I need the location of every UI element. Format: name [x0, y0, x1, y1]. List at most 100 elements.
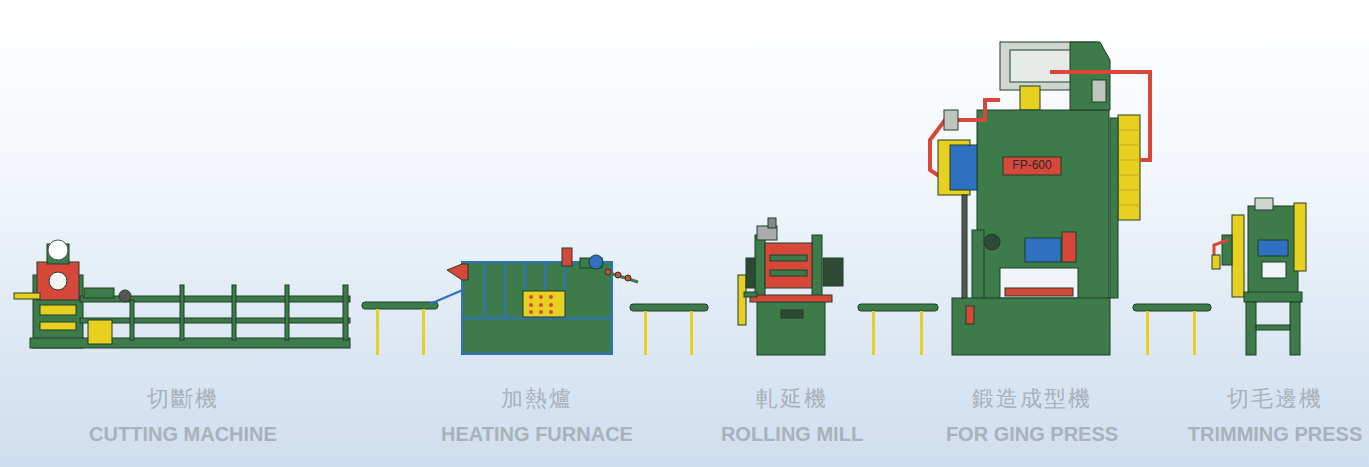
conveyor-part-part — [1193, 311, 1196, 355]
cutting-machine-part — [40, 305, 76, 315]
cutting-machine-part — [48, 240, 68, 260]
rolling-mill-part — [768, 218, 776, 228]
trimming-press-part — [1246, 302, 1256, 355]
heating-furnace-part-part — [524, 262, 526, 290]
rolling-mill-part — [738, 275, 746, 325]
cutting-machine — [14, 240, 350, 348]
heating-furnace-part-part — [539, 310, 543, 314]
trimming-press-part — [1232, 215, 1244, 297]
conveyor-part — [362, 302, 438, 309]
cutting-machine-part — [37, 262, 79, 300]
conveyor-part — [630, 304, 708, 311]
cutting-machine-part — [88, 320, 112, 344]
forging-press-part-part — [1118, 160, 1140, 161]
heating-furnace-part — [529, 295, 553, 314]
cutting-machine-part-part — [130, 300, 134, 340]
heating-furnace-part-part — [539, 303, 543, 307]
forging-press-part — [972, 230, 984, 300]
heating-furnace-part — [447, 264, 468, 280]
forging-press-part — [944, 110, 958, 130]
rolling-mill — [738, 218, 843, 355]
trimming-press-part — [1256, 325, 1290, 330]
forging-press-part — [1005, 288, 1073, 296]
forging-press — [930, 42, 1150, 355]
machine-name-zh: 加熱爐 — [501, 387, 573, 411]
heating-furnace-part — [485, 262, 565, 318]
heating-furnace-part-part — [544, 262, 546, 290]
forging-press-part-part — [1118, 205, 1140, 206]
forging-press-part — [962, 195, 967, 298]
forging-press-part-part — [1118, 190, 1140, 191]
rolling-mill-part — [757, 296, 825, 355]
forging-press-part — [1092, 80, 1106, 102]
machine-name-en: CUTTING MACHINE — [89, 423, 277, 445]
conveyor-part-part — [690, 311, 693, 355]
machine-name-zh: 切斷機 — [147, 387, 219, 411]
rolling-mill-part — [781, 310, 803, 318]
heating-furnace — [430, 248, 638, 354]
heating-furnace-part-part — [625, 275, 631, 281]
heating-furnace-part-part — [484, 262, 486, 318]
machine-name-zh: 切毛邊機 — [1227, 387, 1323, 411]
rolling-mill-part-part — [770, 270, 807, 276]
trimming-press-part — [1262, 262, 1286, 278]
conveyor-part — [858, 304, 938, 311]
heating-furnace-part-part — [504, 262, 506, 318]
heating-furnace-part-part — [549, 310, 553, 314]
conveyor-part-part — [872, 311, 875, 355]
heating-furnace-part — [589, 255, 603, 269]
forging-press-part — [977, 110, 1109, 302]
conveyor-part-part — [1146, 311, 1149, 355]
machine-name-en: HEATING FURNACE — [441, 423, 633, 445]
trimming-press — [1212, 198, 1306, 355]
forging-press-part-part — [1118, 175, 1140, 176]
heating-furnace-part-part — [549, 303, 553, 307]
cutting-machine-part — [49, 272, 67, 290]
forging-press-part — [1025, 238, 1061, 262]
forging-press-part-part — [1118, 130, 1140, 131]
cutting-machine-part — [119, 290, 131, 302]
conveyor-part — [1133, 304, 1211, 311]
forging-press-part — [1070, 42, 1110, 110]
cutting-machine-part — [80, 318, 350, 323]
rolling-mill-part — [765, 243, 812, 288]
trimming-press-part — [1294, 203, 1306, 271]
rolling-mill-part — [746, 258, 755, 288]
forging-press-part — [952, 298, 1110, 355]
forging-press-part — [950, 145, 977, 190]
cutting-machine-part — [14, 293, 40, 299]
heating-furnace-part-part — [605, 269, 611, 275]
conveyor-part-part — [644, 311, 647, 355]
cutting-machine-part — [130, 285, 348, 340]
forging-press-part — [1020, 86, 1040, 110]
rolling-mill-part — [755, 235, 765, 300]
forging-press-part — [1000, 268, 1078, 298]
rolling-mill-part — [812, 235, 822, 300]
heating-furnace-part-part — [529, 310, 533, 314]
machine-name-zh: 鍛造成型機 — [972, 387, 1092, 411]
rolling-mill-part — [744, 292, 757, 297]
trimming-press-part — [1258, 240, 1288, 256]
heating-furnace-part — [605, 269, 631, 281]
trimming-press-part — [1248, 206, 1298, 296]
trimming-press-part — [1290, 302, 1300, 355]
cutting-machine-part — [40, 322, 76, 330]
machine-name-zh: 軋延機 — [756, 387, 828, 411]
forging-press-part-part — [1118, 145, 1140, 146]
forging-press-part — [984, 234, 1000, 250]
heating-furnace-part-part — [529, 295, 533, 299]
rolling-mill-part — [823, 258, 843, 286]
forging-press-part — [1050, 72, 1150, 160]
machine-name-en: TRIMMING PRESS — [1188, 423, 1362, 445]
cutting-machine-part-part — [285, 285, 289, 340]
cutting-machine-part-part — [180, 285, 184, 340]
machine-name-en: FOR GING PRESS — [946, 423, 1118, 445]
heating-furnace-part-part — [549, 295, 553, 299]
forging-press-part — [1118, 130, 1140, 205]
heating-furnace-part — [562, 248, 572, 266]
trimming-press-part — [1212, 255, 1220, 269]
heating-furnace-part-part — [539, 295, 543, 299]
cutting-machine-part-part — [232, 285, 236, 340]
conveyor-part-part — [422, 309, 425, 355]
forging-press-part — [1110, 118, 1118, 298]
